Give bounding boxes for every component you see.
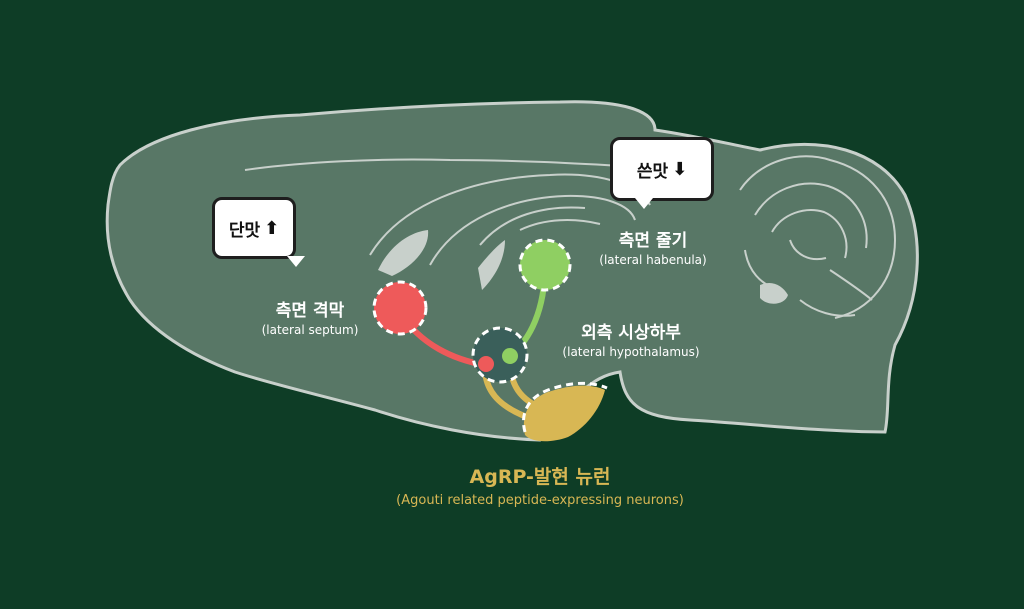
agrp-neurons-label: AgRP-발현 뉴런 (Agouti related peptide-expre… xyxy=(330,462,750,508)
habenula-terminal-node xyxy=(502,348,518,364)
lateral-habenula-region xyxy=(518,238,572,292)
lateral-septum-region xyxy=(372,280,428,336)
cerebellum xyxy=(739,155,897,319)
arrow-down-icon: ⬇ xyxy=(672,158,688,180)
agrp-ko: AgRP-발현 뉴런 xyxy=(469,466,611,488)
agrp-neurons-region xyxy=(523,385,605,442)
agrp-en: (Agouti related peptide-expressing neuro… xyxy=(396,493,684,508)
brain-outline xyxy=(105,100,919,442)
septum-terminal-node xyxy=(478,356,494,372)
cortex-line xyxy=(244,158,661,171)
lateral-hypothalamus-label: 외측 시상하부 (lateral hypothalamus) xyxy=(542,318,720,359)
lateral-hypothalamus-region xyxy=(471,326,529,384)
bitter-taste-bubble: 쓴맛 ⬇ xyxy=(610,137,714,209)
arrow-up-icon: ⬆ xyxy=(264,217,280,239)
lateral-septum-ko: 측면 격막 xyxy=(275,301,345,321)
lateral-septum-en: (lateral septum) xyxy=(261,323,359,337)
sweet-taste-label: 단맛 xyxy=(228,220,261,241)
ventricles xyxy=(378,230,788,304)
sweet-taste-bubble: 단맛 ⬆ xyxy=(212,197,305,267)
lateral-habenula-ko: 측면 줄기 xyxy=(618,231,688,251)
lateral-hypothalamus-en: (lateral hypothalamus) xyxy=(562,345,700,359)
lateral-hypothalamus-ko: 외측 시상하부 xyxy=(581,323,681,343)
lateral-habenula-en: (lateral habenula) xyxy=(599,253,707,267)
agrp-region-dashed-edge xyxy=(522,381,608,433)
lateral-habenula-label: 측면 줄기 (lateral habenula) xyxy=(578,226,728,267)
bitter-taste-label: 쓴맛 xyxy=(636,161,669,182)
lateral-septum-label: 측면 격막 (lateral septum) xyxy=(240,296,380,337)
